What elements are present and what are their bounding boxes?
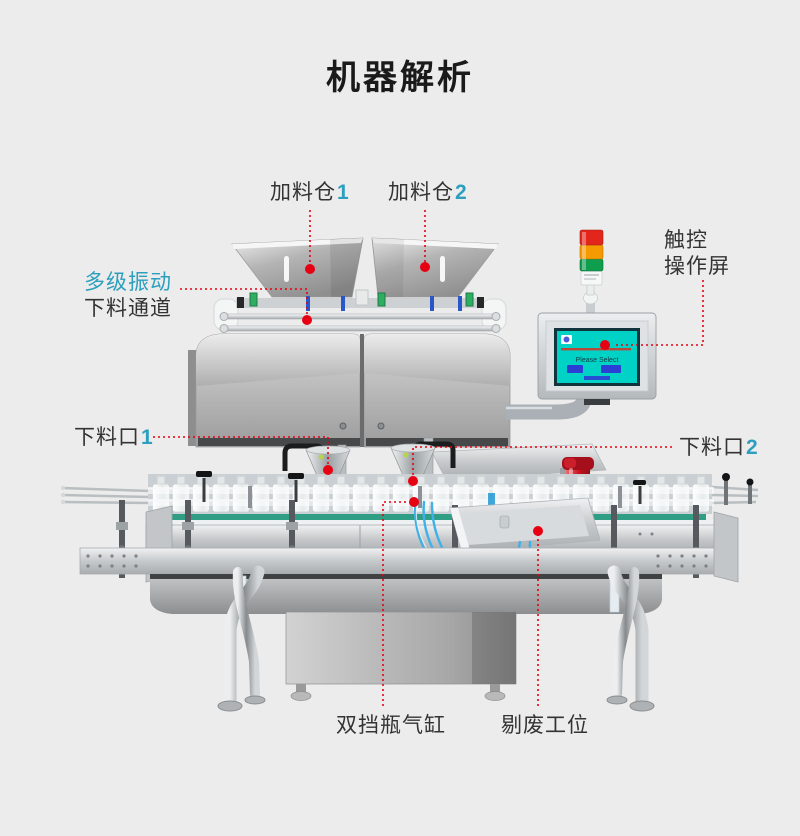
screen-button-right <box>601 365 621 373</box>
screen-button-left <box>567 365 583 373</box>
page-title: 机器解析 <box>326 59 474 97</box>
conveyor-belt <box>150 514 706 520</box>
dot-reject <box>533 526 543 536</box>
leader-outlet1 <box>153 436 329 466</box>
label-reject-station: 剔废工位 <box>501 714 589 737</box>
dot-touch-screen <box>600 340 610 350</box>
signal-tower-light <box>579 229 604 316</box>
leg-left <box>217 565 266 712</box>
callout-leaders <box>153 210 704 706</box>
label-hopper-1: 加料仓1 <box>270 181 350 204</box>
leader-touch-screen <box>613 280 704 346</box>
dot-vibration <box>302 315 312 325</box>
photo-sensor <box>488 493 495 514</box>
reject-tray <box>449 497 601 553</box>
leg-right <box>606 565 655 712</box>
touch-panel: Please Select <box>537 312 657 405</box>
counting-cabinet-left <box>188 333 361 448</box>
label-touch-screen: 触控 操作屏 <box>664 229 730 278</box>
base-apron <box>150 574 662 614</box>
base-bolts <box>86 554 708 568</box>
feed-hopper-1 <box>231 237 364 298</box>
dot-hopper1 <box>305 264 315 274</box>
top-clamp-knobs <box>196 471 646 504</box>
counting-cabinet-right <box>360 333 511 448</box>
screen-message: Please Select <box>576 357 619 364</box>
feeder-adjust-knobs <box>237 292 484 311</box>
leader-cylinder <box>382 501 409 706</box>
label-outlet-2: 下料口2 <box>679 436 759 459</box>
conveyor-end-right <box>713 511 739 583</box>
label-hopper-2: 加料仓2 <box>388 181 468 204</box>
dot-hopper2 <box>420 262 430 272</box>
label-outlet-1: 下料口1 <box>74 426 154 449</box>
leader-outlet2 <box>412 446 672 477</box>
dot-cylinder <box>409 497 419 507</box>
label-vibration-channel: 多级振动 下料通道 <box>84 271 172 320</box>
control-pipe <box>506 397 592 420</box>
dot-outlet2 <box>408 476 418 486</box>
pedestal-feet <box>290 684 506 701</box>
pedestal-cabinet <box>285 611 517 685</box>
tower-light-red <box>579 229 604 246</box>
feed-hopper-2 <box>371 237 499 298</box>
guide-rail-extension-left <box>60 485 152 505</box>
vibration-feeder <box>213 289 507 333</box>
touch-screen-display: Please Select <box>557 331 637 383</box>
label-bottle-block-cylinder: 双挡瓶气缸 <box>336 714 446 737</box>
leader-vibration <box>180 288 308 317</box>
dot-outlet1 <box>323 465 333 475</box>
